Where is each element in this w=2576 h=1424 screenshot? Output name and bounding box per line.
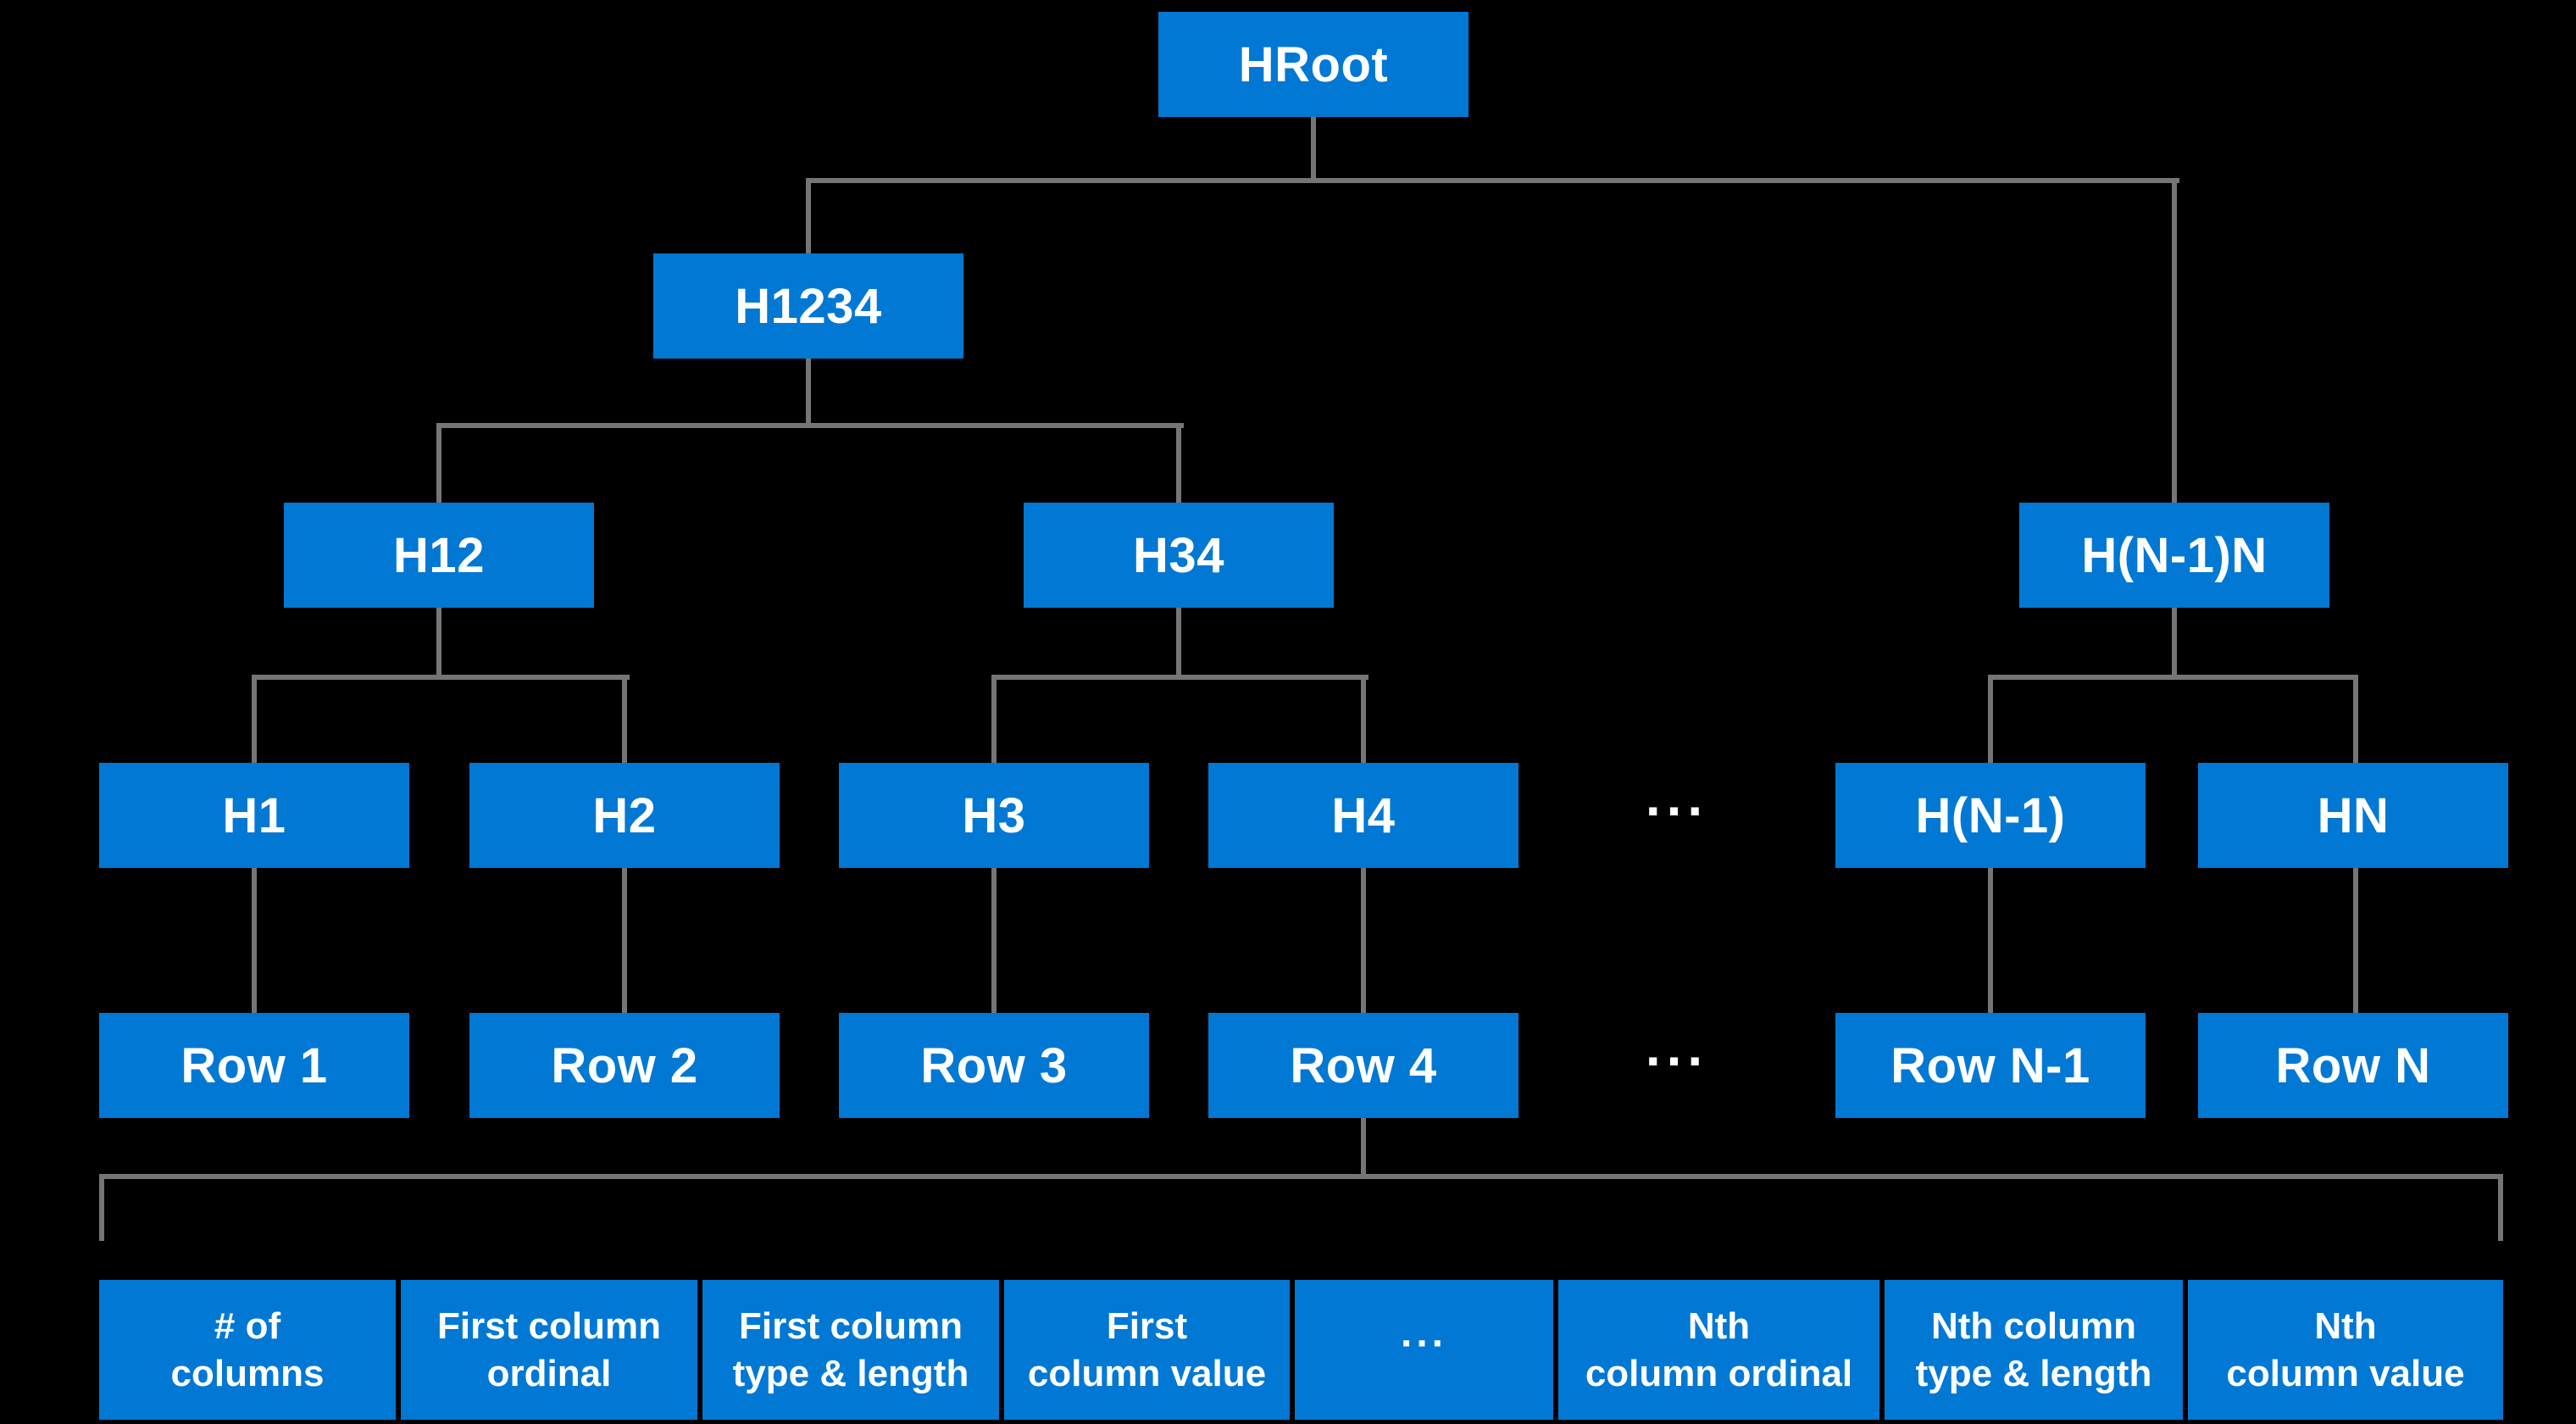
node-row3: Row 3 <box>839 1013 1149 1118</box>
node-hn1: H(N-1) <box>1835 763 2146 868</box>
headers-ellipsis: ... <box>1645 765 1709 827</box>
connector-h3-row3 <box>991 868 997 1013</box>
cell-first-column-value: First column value <box>1004 1280 1290 1420</box>
connector-h34-horizontal <box>991 675 1368 680</box>
node-row1: Row 1 <box>99 1013 409 1118</box>
connector-row4-down <box>1361 1118 1366 1179</box>
connector-hn1-drop <box>1988 675 1993 763</box>
connector-hroot-down <box>1311 117 1316 181</box>
connector-level2-horizontal <box>436 423 1184 428</box>
node-h3: H3 <box>839 763 1149 868</box>
connector-h1-drop <box>252 675 257 763</box>
node-hn1n: H(N-1)N <box>2019 503 2329 608</box>
connector-h12-drop <box>436 423 441 503</box>
connector-h12-horizontal <box>252 675 630 680</box>
connector-h2-row2 <box>622 868 627 1013</box>
connector-hn1n-horizontal <box>1988 675 2358 680</box>
cell-nth-column-ordinal: Nth column ordinal <box>1558 1280 1879 1420</box>
connector-level1-horizontal <box>806 178 2179 183</box>
node-rown1: Row N-1 <box>1835 1013 2146 1118</box>
connector-hn1n-down <box>2172 608 2177 680</box>
node-h1: H1 <box>99 763 409 868</box>
node-rown: Row N <box>2198 1013 2508 1118</box>
node-h34: H34 <box>1024 503 1334 608</box>
cell-nth-column-value: Nth column value <box>2188 1280 2503 1420</box>
connector-h3-drop <box>991 675 997 763</box>
connector-h1234-down <box>806 359 811 426</box>
node-row4: Row 4 <box>1208 1013 1518 1118</box>
connector-bracket-left-stub <box>99 1179 104 1241</box>
cell-nth-column-type-length: Nth column type & length <box>1885 1280 2183 1420</box>
connector-bracket-horizontal <box>99 1174 2503 1179</box>
connector-hn-rown <box>2353 868 2358 1013</box>
connector-h34-down <box>1176 608 1181 680</box>
connector-h12-down <box>436 608 441 680</box>
node-h4: H4 <box>1208 763 1518 868</box>
node-h2: H2 <box>469 763 780 868</box>
node-hn: HN <box>2198 763 2508 868</box>
node-h1234: H1234 <box>653 253 963 359</box>
connector-h1-row1 <box>252 868 257 1013</box>
connector-hn1-rown1 <box>1988 868 1993 1013</box>
connector-h1234-drop <box>806 178 811 253</box>
cell-first-column-type-length: First column type & length <box>702 1280 999 1420</box>
connector-bracket-right-stub <box>2498 1179 2503 1241</box>
connector-hn-drop <box>2353 675 2358 763</box>
rows-ellipsis: ... <box>1645 1015 1709 1077</box>
cell-fields-ellipsis: ... <box>1295 1280 1553 1420</box>
cell-num-columns: # of columns <box>99 1280 396 1420</box>
connector-h34-drop <box>1176 423 1181 503</box>
connector-h2-drop <box>622 675 627 763</box>
connector-h4-row4 <box>1361 868 1366 1013</box>
node-h12: H12 <box>284 503 594 608</box>
connector-h4-drop <box>1361 675 1366 763</box>
node-row2: Row 2 <box>469 1013 780 1118</box>
node-hroot: HRoot <box>1158 12 1468 117</box>
cell-first-column-ordinal: First column ordinal <box>401 1280 697 1420</box>
connector-hn1n-drop <box>2172 178 2177 503</box>
